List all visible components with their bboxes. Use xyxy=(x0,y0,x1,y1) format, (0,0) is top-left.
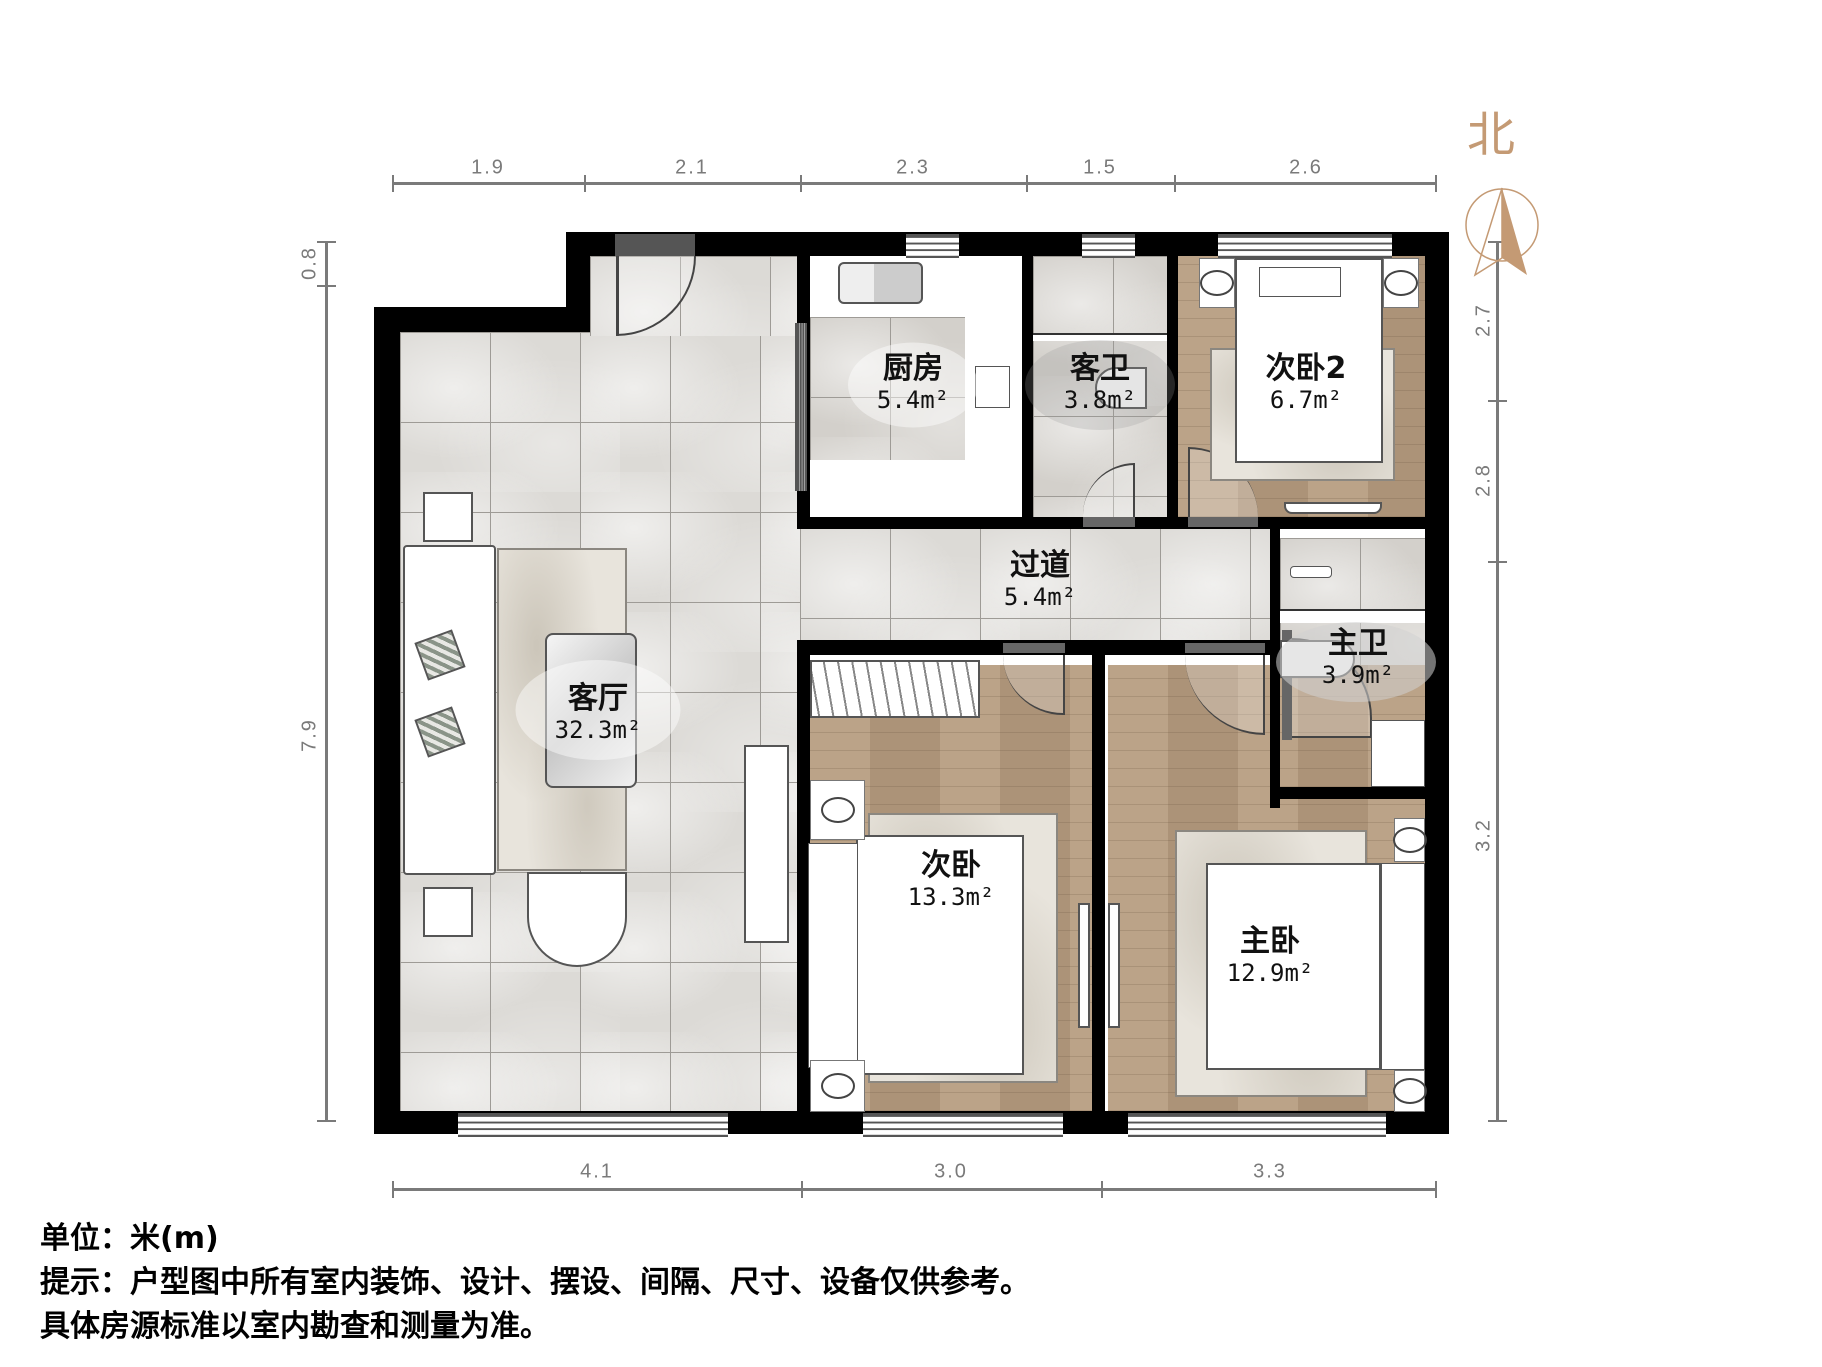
room-kitchen[interactable]: 厨房 5.4m² xyxy=(876,350,950,414)
dim-right-2: 2.8 xyxy=(1472,463,1495,497)
room-area: 3.9m² xyxy=(1321,660,1395,689)
kitchen-sliding-door xyxy=(795,323,807,491)
tv-cabinet xyxy=(744,745,789,943)
dim-right-3: 3.2 xyxy=(1472,818,1495,852)
room-name: 次卧 xyxy=(920,847,981,883)
room-area: 3.8m² xyxy=(1063,385,1137,414)
unit-note: 单位：米(m) xyxy=(40,1221,219,1256)
master-bath-shower-head xyxy=(1290,566,1332,578)
room-name: 客厅 xyxy=(567,680,628,716)
master-bedroom-nightstand-top xyxy=(1394,818,1425,862)
bedroom2-window xyxy=(1218,234,1392,258)
guest-bath-divider xyxy=(1033,333,1167,341)
room-name: 主卫 xyxy=(1328,625,1388,661)
label-backdrop xyxy=(848,342,978,428)
stove xyxy=(975,366,1010,408)
bedroom2-pillow xyxy=(1259,267,1341,297)
armchair xyxy=(527,872,627,967)
room-area: 6.7m² xyxy=(1269,385,1343,414)
label-backdrop xyxy=(515,660,681,760)
room-name: 过道 xyxy=(1010,547,1070,583)
room-area: 5.4m² xyxy=(876,385,950,414)
master-bedroom-window xyxy=(1128,1113,1386,1137)
dim-left-2: 7.9 xyxy=(298,718,321,752)
room-corridor[interactable]: 过道 5.4m² xyxy=(1003,547,1077,611)
label-backdrop xyxy=(1025,340,1175,430)
master-bath-divider xyxy=(1280,609,1425,623)
bedroom2-nightstand-left xyxy=(1199,258,1235,308)
room-area: 5.4m² xyxy=(1003,582,1077,611)
coffee-table xyxy=(545,633,637,788)
master-bedroom-nightstand-bottom xyxy=(1394,1070,1425,1112)
compass-north-label: 北 xyxy=(1467,107,1516,163)
side-table-bottom xyxy=(423,887,473,937)
room-name: 主卧 xyxy=(1239,923,1300,959)
second-bedroom-window xyxy=(863,1113,1063,1137)
master-bath-sink xyxy=(1371,720,1425,787)
room-name: 厨房 xyxy=(883,350,943,386)
label-backdrop xyxy=(1276,622,1436,702)
second-bedroom-headboard xyxy=(808,843,858,1068)
bedroom2-bench xyxy=(1284,502,1382,514)
dim-bottom-2: 3.0 xyxy=(934,1160,968,1183)
room-name: 客卫 xyxy=(1070,350,1130,386)
dim-right-1: 2.7 xyxy=(1472,303,1495,337)
room-area: 32.3m² xyxy=(554,715,642,744)
second-bedroom-bed xyxy=(856,835,1024,1075)
dim-top-5: 2.6 xyxy=(1289,156,1323,179)
master-bedroom-headboard xyxy=(1381,863,1425,1070)
second-bedroom-nightstand-bottom xyxy=(810,1060,865,1112)
disclaimer-note: 具体房源标准以室内勘查和测量为准。 xyxy=(40,1309,550,1344)
room-name: 次卧2 xyxy=(1265,350,1347,386)
wardrobe xyxy=(810,660,980,718)
floorplan-notes: 单位：米(m) 提示：户型图中所有室内装饰、设计、摆设、间隔、尺寸、设备仅供参考… xyxy=(40,1217,1030,1349)
dim-bottom-1: 4.1 xyxy=(580,1160,614,1183)
north-arrow-icon xyxy=(1465,187,1539,277)
guest-bath-window xyxy=(1082,234,1135,258)
dim-left-1: 0.8 xyxy=(298,246,321,280)
sliding-door-left[interactable] xyxy=(1078,903,1090,1028)
room-bedroom2[interactable]: 次卧2 6.7m² xyxy=(1265,350,1347,414)
dim-bottom-3: 3.3 xyxy=(1253,1160,1287,1183)
compass: 北 xyxy=(1455,95,1545,277)
dim-top-1: 1.9 xyxy=(471,156,505,179)
tip-note: 提示：户型图中所有室内装饰、设计、摆设、间隔、尺寸、设备仅供参考。 xyxy=(40,1265,1030,1300)
entry-door-frame xyxy=(615,234,695,256)
second-bedroom-nightstand-top xyxy=(810,780,865,840)
master-bedroom-bed xyxy=(1206,863,1381,1070)
living-room-window xyxy=(458,1113,728,1137)
bedroom2-nightstand-right xyxy=(1383,258,1419,308)
kitchen-window xyxy=(906,234,959,258)
sliding-door-right[interactable] xyxy=(1108,903,1120,1028)
dim-top-4: 1.5 xyxy=(1083,156,1117,179)
corridor-floor xyxy=(800,528,1270,640)
room-guest-bath[interactable]: 客卫 3.8m² xyxy=(1063,350,1137,414)
room-master-bedroom[interactable]: 主卧 12.9m² xyxy=(1226,923,1314,987)
dim-top-2: 2.1 xyxy=(675,156,709,179)
dim-top-3: 2.3 xyxy=(896,156,930,179)
kitchen-tile-mat xyxy=(810,317,965,460)
side-table-top xyxy=(423,492,473,542)
room-second-bedroom[interactable]: 次卧 13.3m² xyxy=(907,847,995,911)
guest-toilet xyxy=(1095,367,1147,409)
room-master-bath[interactable]: 主卫 3.9m² xyxy=(1321,625,1395,689)
room-area: 12.9m² xyxy=(1226,958,1314,987)
room-living[interactable]: 客厅 32.3m² xyxy=(554,680,642,744)
room-area: 13.3m² xyxy=(907,882,995,911)
sofa xyxy=(403,545,496,875)
kitchen-sink xyxy=(838,262,923,304)
